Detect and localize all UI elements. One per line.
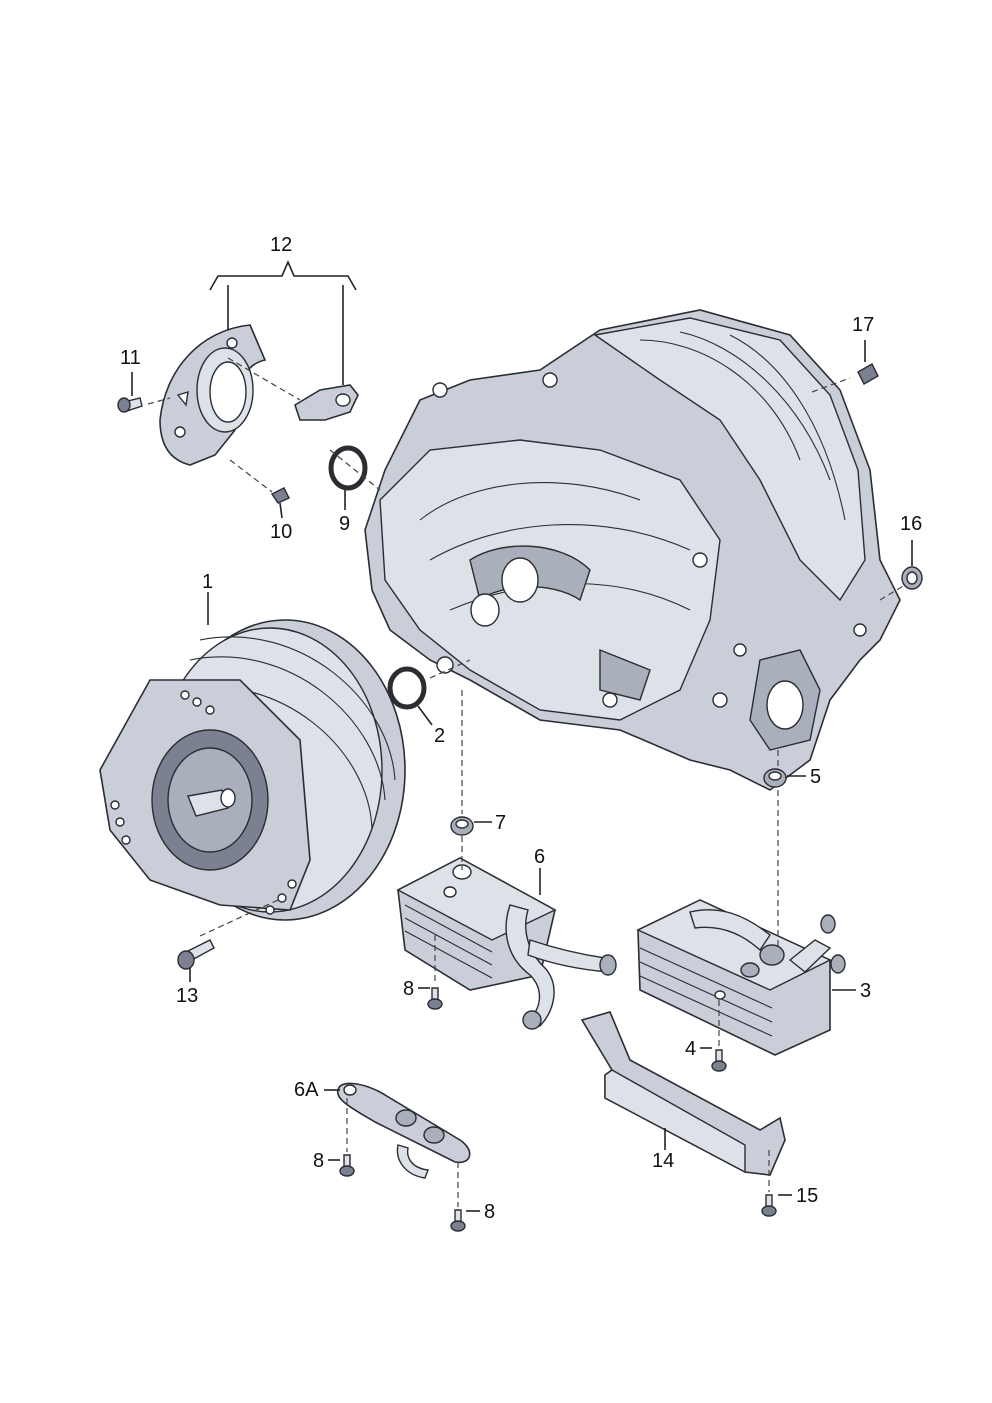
label-4: 4: [685, 1038, 696, 1060]
torque-converter: [99, 619, 406, 921]
bolt-8-b: [339, 1154, 355, 1177]
label-7: 7: [495, 812, 506, 834]
label-1: 1: [202, 571, 213, 593]
alignment-lines: [147, 357, 906, 1207]
bolt-4: [711, 1049, 727, 1072]
label-13: 13: [176, 985, 198, 1007]
oil-cooler-6: [396, 857, 617, 1030]
label-14: 14: [652, 1150, 674, 1172]
gearbox-housing: [364, 309, 901, 791]
label-15: 15: [796, 1185, 818, 1207]
bolt-8-a: [427, 987, 443, 1010]
oil-cooler-3: [636, 899, 846, 1056]
label-2: 2: [434, 725, 445, 747]
seal-5: [763, 768, 787, 788]
bolt-11: [117, 397, 143, 413]
cover-plate-12: [159, 324, 359, 466]
label-8-c: 8: [484, 1201, 495, 1223]
seal-16: [901, 566, 923, 590]
bolt-8-c: [450, 1209, 466, 1232]
label-3: 3: [860, 980, 871, 1002]
label-9: 9: [339, 513, 350, 535]
bolt-13: [177, 939, 215, 970]
pipe-6a: [337, 1082, 471, 1179]
label-11: 11: [120, 347, 141, 369]
plug-17: [857, 363, 879, 385]
leader-lines: [131, 259, 913, 1212]
label-8-a: 8: [403, 978, 414, 1000]
plug-10: [270, 487, 290, 504]
label-16: 16: [900, 513, 922, 535]
label-6a: 6A: [294, 1079, 319, 1101]
label-10: 10: [270, 521, 292, 543]
bracket-14: [580, 1011, 786, 1176]
label-6: 6: [534, 846, 545, 868]
label-17: 17: [852, 314, 874, 336]
label-8-b: 8: [313, 1150, 324, 1172]
seal-2: [387, 666, 427, 710]
label-12: 12: [270, 234, 292, 256]
label-5: 5: [810, 766, 821, 788]
seal-9: [328, 445, 368, 491]
bolt-15: [761, 1194, 777, 1217]
part-number-labels: 1 2 3 4 5 6 6A 7 8 8 8 9 10 11 12 13 14 …: [120, 234, 922, 1223]
seal-7: [450, 816, 474, 836]
